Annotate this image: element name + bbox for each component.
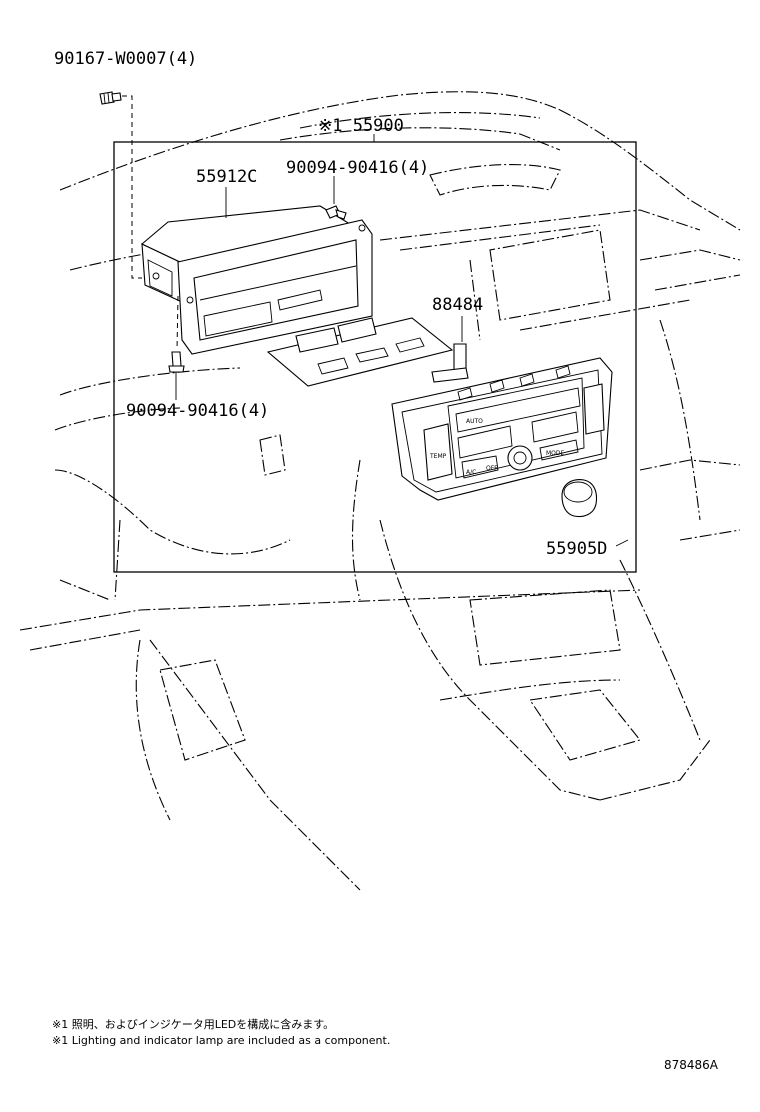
label-screw-low: 90094-90416(4) — [126, 401, 269, 421]
assembly-frame — [113, 141, 637, 573]
panel-auto-label: AUTO — [466, 418, 483, 425]
screw-low-guide — [176, 295, 179, 351]
knob-leader — [615, 539, 629, 547]
storage-box-part — [140, 205, 373, 355]
circuit-board-part — [266, 317, 454, 387]
screw-mid-part — [325, 205, 347, 220]
knob-part — [561, 479, 598, 518]
climate-control-panel-part: AUTO A/C OFF MODE TEMP — [391, 357, 613, 501]
panel-ac-label: A/C — [466, 469, 476, 476]
panel-temp-label: TEMP — [429, 453, 447, 460]
dashboard-outline — [19, 91, 741, 891]
label-assembly: ※1 55900 — [318, 116, 404, 136]
label-screw-top: 90167-W0007(4) — [54, 49, 197, 69]
label-screw-mid: 90094-90416(4) — [286, 158, 429, 178]
screw-low-part — [168, 351, 185, 373]
footnote-english: ※1 Lighting and indicator lamp are inclu… — [52, 1034, 391, 1047]
label-knob: 55905D — [546, 539, 607, 559]
lamp-part — [431, 343, 469, 383]
label-storage-box: 55912C — [196, 167, 257, 187]
panel-mode-label: MODE — [546, 450, 565, 457]
footnote-japanese: ※1 照明、およびインジケータ用LEDを構成に含みます。 — [52, 1018, 335, 1031]
label-lamp: 88484 — [432, 295, 483, 315]
screw-top-part — [99, 91, 122, 105]
screw-top-guide — [122, 95, 142, 279]
figure-id: 878486A — [664, 1058, 719, 1072]
panel-off-label: OFF — [486, 465, 498, 472]
